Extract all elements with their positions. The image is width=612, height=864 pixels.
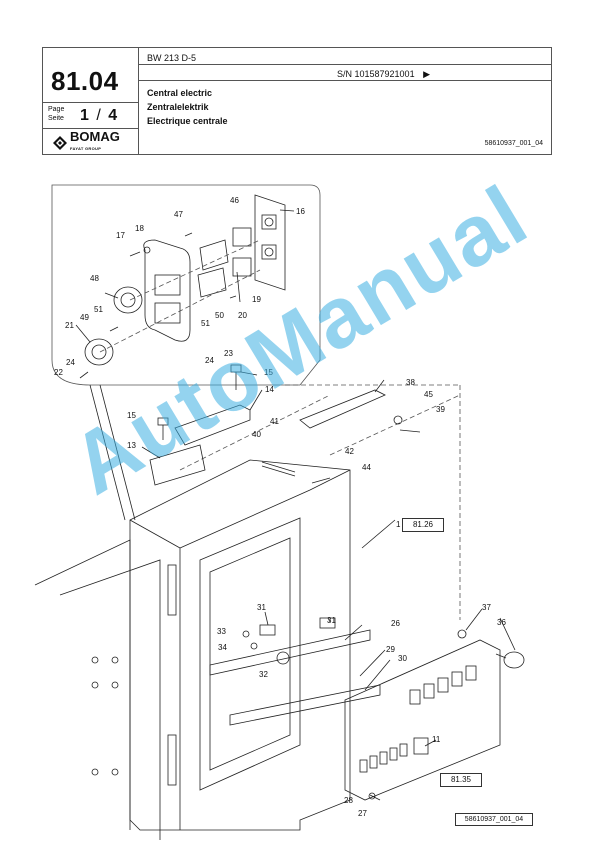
section-number: 81.04 (51, 66, 119, 96)
svg-text:23: 23 (224, 349, 233, 358)
svg-text:18: 18 (135, 224, 144, 233)
svg-text:51: 51 (201, 319, 210, 328)
svg-text:21: 21 (65, 321, 74, 330)
divider (139, 80, 551, 81)
svg-text:30: 30 (398, 654, 407, 663)
svg-text:1: 1 (396, 520, 401, 529)
page-separator: / (96, 107, 101, 124)
divider (139, 64, 551, 65)
reference-box: 81.35 (440, 773, 482, 787)
svg-text:40: 40 (252, 430, 261, 439)
brand-name: BOMAG (70, 129, 120, 144)
svg-text:28: 28 (344, 796, 353, 805)
page-number: 1 (80, 107, 89, 124)
svg-text:37: 37 (482, 603, 491, 612)
title-de: Zentralelektrik (147, 102, 209, 112)
svg-text:36: 36 (497, 618, 506, 627)
svg-text:26: 26 (391, 619, 400, 628)
svg-text:39: 39 (436, 405, 445, 414)
serial-number: S/N 101587921001 ▶ (337, 69, 430, 80)
svg-text:47: 47 (174, 210, 183, 219)
doc-number: 58610937_001_04 (484, 140, 543, 147)
title-en: Central electric (147, 88, 213, 98)
title-block: 81.04 Page Seite 1 / 4 BOMAG FAYAT GROUP… (42, 47, 552, 155)
brand-sub: FAYAT GROUP (70, 146, 102, 151)
divider (43, 102, 139, 103)
svg-text:22: 22 (54, 368, 63, 377)
play-arrow-icon: ▶ (423, 69, 431, 79)
svg-text:11: 11 (432, 735, 441, 744)
svg-text:29: 29 (386, 645, 395, 654)
svg-text:38: 38 (406, 378, 415, 387)
svg-text:41: 41 (270, 417, 279, 426)
svg-text:20: 20 (238, 311, 247, 320)
brand-logo: BOMAG FAYAT GROUP (53, 129, 120, 155)
svg-text:24: 24 (66, 358, 75, 367)
svg-text:32: 32 (259, 670, 268, 679)
svg-text:27: 27 (358, 809, 367, 818)
reference-box: 81.26 (402, 518, 444, 532)
svg-text:31: 31 (327, 616, 336, 625)
svg-text:16: 16 (296, 207, 305, 216)
divider (43, 128, 139, 129)
svg-text:46: 46 (230, 196, 239, 205)
svg-text:14: 14 (265, 385, 274, 394)
svg-text:13: 13 (127, 441, 136, 450)
bomag-diamond-icon (53, 136, 67, 150)
svg-text:44: 44 (362, 463, 371, 472)
divider (138, 48, 139, 154)
title-fr: Electrique centrale (147, 116, 228, 126)
page-label: Page (48, 106, 65, 113)
model: BW 213 D-5 (147, 53, 197, 63)
page-label-de: Seite (48, 115, 64, 122)
svg-text:19: 19 (252, 295, 261, 304)
footer-doc-number: 58610937_001_04 (455, 813, 533, 826)
svg-text:33: 33 (217, 627, 226, 636)
serial-text: S/N 101587921001 (337, 69, 415, 79)
svg-text:51: 51 (94, 305, 103, 314)
page-total: 4 (108, 107, 118, 124)
svg-text:45: 45 (424, 390, 433, 399)
svg-text:42: 42 (345, 447, 354, 456)
svg-text:49: 49 (80, 313, 89, 322)
svg-text:48: 48 (90, 274, 99, 283)
svg-text:31: 31 (257, 603, 266, 612)
svg-text:15: 15 (264, 368, 273, 377)
brand-text: BOMAG FAYAT GROUP (70, 129, 120, 155)
svg-text:50: 50 (215, 311, 224, 320)
svg-text:24: 24 (205, 356, 214, 365)
svg-text:17: 17 (116, 231, 125, 240)
svg-text:34: 34 (218, 643, 227, 652)
page-counter: 1 / 4 (80, 107, 117, 125)
svg-text:15: 15 (127, 411, 136, 420)
